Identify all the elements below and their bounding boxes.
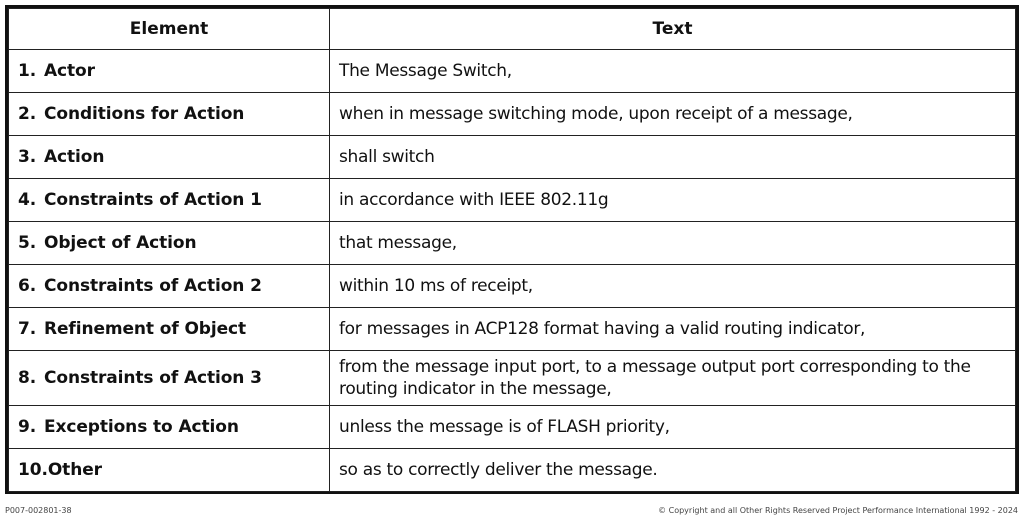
element-cell: 2. Conditions for Action (8, 92, 330, 136)
figure-id: P007-002801-38 (5, 506, 72, 515)
element-cell: 10.Other (8, 448, 330, 492)
row-number: 2. (18, 104, 37, 124)
text-cell: shall switch (329, 135, 1016, 179)
element-cell: 9. Exceptions to Action (8, 405, 330, 449)
element-label: Object of Action (44, 233, 197, 253)
element-label: Other (47, 460, 102, 480)
text-cell: from the message input port, to a messag… (329, 350, 1016, 406)
table-row: 6. Constraints of Action 2 within 10 ms o… (8, 264, 1016, 308)
element-label: Constraints of Action 3 (44, 368, 262, 388)
text-cell: so as to correctly deliver the message. (329, 448, 1016, 492)
row-number: 5. (18, 233, 37, 253)
element-cell: 7. Refinement of Object (8, 307, 330, 351)
element-cell: 3. Action (8, 135, 330, 179)
requirement-elements-table: Element Text 1. Actor The Message Switch,… (5, 5, 1019, 494)
row-number: 6. (18, 276, 37, 296)
row-number: 10. (18, 460, 48, 480)
table-row: 7. Refinement of Object for messages in A… (8, 307, 1016, 351)
row-number: 1. (18, 61, 37, 81)
table-row: 1. Actor The Message Switch, (8, 49, 1016, 93)
element-cell: 5. Object of Action (8, 221, 330, 265)
table: Element Text 1. Actor The Message Switch,… (8, 8, 1016, 492)
text-cell: The Message Switch, (329, 49, 1016, 93)
element-label: Refinement of Object (44, 319, 247, 339)
table-row: 4. Constraints of Action 1 in accordance … (8, 178, 1016, 222)
header-text: Text (329, 8, 1016, 50)
table-row: 9. Exceptions to Action unless the messag… (8, 405, 1016, 449)
element-cell: 4. Constraints of Action 1 (8, 178, 330, 222)
text-cell: in accordance with IEEE 802.11g (329, 178, 1016, 222)
row-number: 7. (18, 319, 37, 339)
element-label: Action (44, 147, 105, 167)
table-row: 10.Other so as to correctly deliver the … (8, 448, 1016, 492)
row-number: 4. (18, 190, 37, 210)
header-row: Element Text (8, 8, 1016, 50)
text-cell: that message, (329, 221, 1016, 265)
element-cell: 1. Actor (8, 49, 330, 93)
element-cell: 8. Constraints of Action 3 (8, 350, 330, 406)
element-label: Constraints of Action 1 (44, 190, 262, 210)
table-row: 2. Conditions for Action when in message … (8, 92, 1016, 136)
table-row: 8. Constraints of Action 3 from the messa… (8, 350, 1016, 406)
element-label: Exceptions to Action (44, 417, 239, 437)
table-row: 5. Object of Action that message, (8, 221, 1016, 265)
row-number: 9. (18, 417, 37, 437)
table-row: 3. Action shall switch (8, 135, 1016, 179)
text-cell: within 10 ms of receipt, (329, 264, 1016, 308)
element-label: Actor (44, 61, 95, 81)
element-label: Conditions for Action (44, 104, 245, 124)
copyright-notice: © Copyright and all Other Rights Reserve… (658, 506, 1018, 515)
row-number: 3. (18, 147, 37, 167)
element-label: Constraints of Action 2 (44, 276, 262, 296)
text-cell: when in message switching mode, upon rec… (329, 92, 1016, 136)
header-element: Element (8, 8, 330, 50)
text-cell: for messages in ACP128 format having a v… (329, 307, 1016, 351)
row-number: 8. (18, 368, 37, 388)
text-cell: unless the message is of FLASH priority, (329, 405, 1016, 449)
element-cell: 6. Constraints of Action 2 (8, 264, 330, 308)
